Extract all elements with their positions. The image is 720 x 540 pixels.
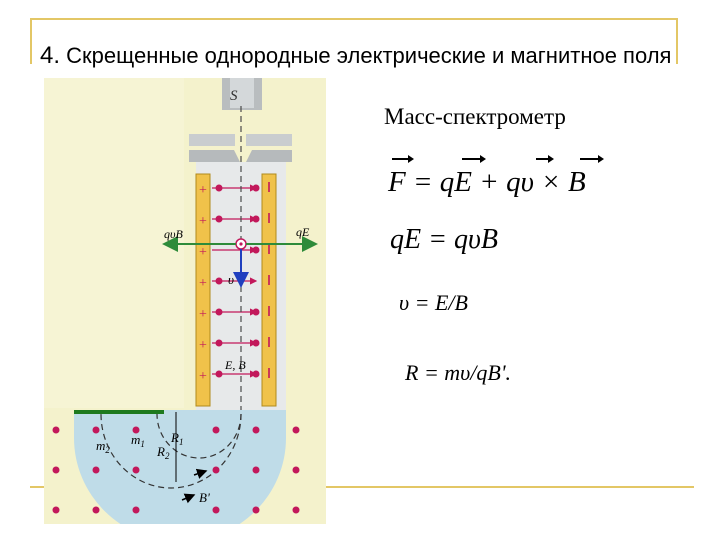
label-S: S	[230, 88, 238, 104]
label-R2: R2	[156, 444, 170, 461]
svg-text:+: +	[199, 276, 207, 291]
frame-left-line	[30, 18, 32, 64]
positive-plate	[195, 173, 211, 407]
trajectory-m1	[156, 413, 242, 459]
trajectory-m2	[100, 413, 242, 489]
svg-text:+: +	[199, 369, 207, 384]
spectrometer-title: Масс-спектрометр	[384, 104, 566, 129]
label-B-prime: B'	[199, 490, 210, 505]
slide-title-text: Скрещенные однородные электрические и ма…	[66, 43, 672, 68]
slit-block-right-1	[246, 134, 292, 146]
left-fade	[44, 78, 184, 408]
frame-right-line	[676, 18, 678, 64]
frame-top-line	[30, 18, 678, 20]
label-m2: m2	[96, 438, 110, 455]
label-R1: R1	[170, 430, 183, 447]
svg-text:+: +	[199, 307, 207, 322]
slide-number: 4.	[40, 42, 61, 69]
svg-text:+: +	[199, 214, 207, 229]
velocity-formula: υ = E/B	[399, 290, 468, 315]
vector-arrow-v	[536, 155, 554, 163]
magnetic-field-dots-inner	[215, 184, 260, 378]
radius-formula: R = mυ/qB'.	[405, 360, 512, 385]
svg-text:+: +	[199, 183, 207, 198]
frame-bottom-line	[30, 486, 694, 488]
slit-block-right-2	[246, 150, 292, 162]
label-E-B: E, B	[224, 358, 246, 372]
vector-arrow-F	[392, 155, 414, 163]
label-velocity: υ	[228, 272, 234, 287]
slit-block-left-2	[189, 150, 240, 162]
lorentz-force-formula: F = qE + qυ × B	[388, 166, 586, 198]
mass-spectrometer-diagram: + + + + + + + S qυB qE	[44, 78, 326, 524]
label-qE: qE	[296, 225, 310, 239]
slide-title: 4. Скрещенные однородные электрические и…	[40, 42, 671, 70]
slit-block-left-1	[189, 134, 235, 146]
plate-plus-signs: + + + + + + +	[199, 183, 207, 384]
vector-arrow-B	[580, 155, 604, 163]
svg-text:+: +	[199, 338, 207, 353]
chamber-bowl	[74, 410, 286, 524]
label-m1: m1	[131, 432, 145, 449]
vector-arrow-E	[462, 155, 486, 163]
label-qvB: qυB	[164, 227, 184, 241]
trajectory-arrow-1	[193, 468, 208, 479]
trajectory-arrow-2	[181, 493, 196, 504]
force-balance-formula: qE = qυB	[390, 224, 498, 255]
svg-text:+: +	[199, 245, 207, 260]
magnetic-field-dots-outer	[52, 426, 300, 514]
negative-plate	[261, 173, 277, 407]
